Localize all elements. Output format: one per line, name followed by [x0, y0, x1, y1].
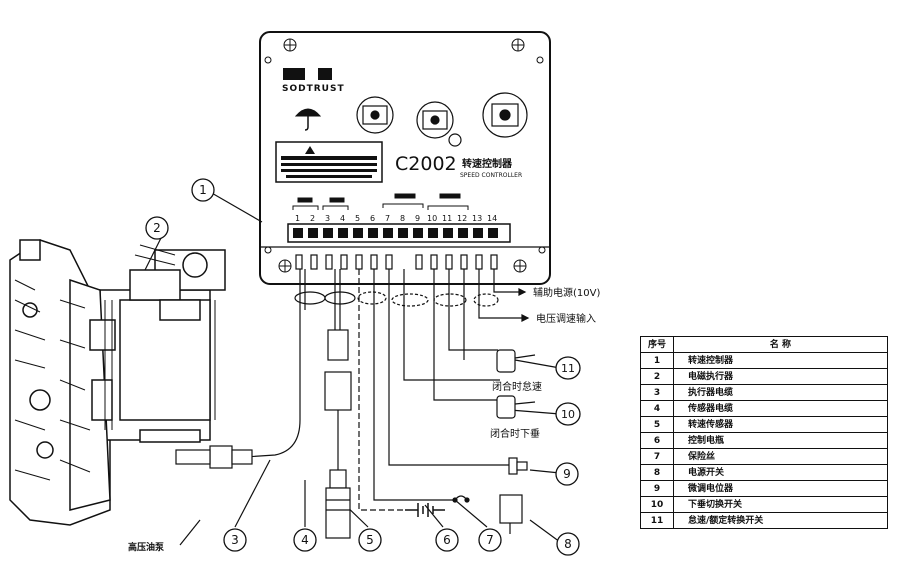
potentiometer-icon [356, 92, 528, 147]
table-row: 7 保险丝 [640, 448, 888, 465]
column-header-number: 序号 [640, 336, 674, 353]
table-row: 5 转速传感器 [640, 416, 888, 433]
callout-8: 8 [564, 537, 572, 551]
aux-power-label: 辅助电源(10V) [533, 286, 600, 299]
pump-label: 高压油泵 [128, 541, 165, 553]
brand-logo: SODTRUST [282, 84, 345, 94]
row-name: 下垂切换开关 [673, 496, 888, 513]
terminal-screws [293, 228, 498, 238]
row-number: 11 [640, 512, 674, 529]
terminal-number: 4 [340, 214, 345, 223]
row-name: 执行器电缆 [673, 384, 888, 401]
row-name: 微调电位器 [673, 480, 888, 497]
callout-7: 7 [486, 533, 494, 547]
warning-label [275, 141, 383, 183]
row-number: 5 [640, 416, 674, 433]
row-name: 保险丝 [673, 448, 888, 465]
row-name: 电磁执行器 [673, 368, 888, 385]
terminal-lugs [295, 254, 498, 270]
row-name: 传感器电缆 [673, 400, 888, 417]
row-number: 1 [640, 352, 674, 369]
umbrella-icon [294, 108, 322, 131]
callout-4: 4 [301, 533, 309, 547]
callout-6: 6 [443, 533, 451, 547]
table-row: 8 电源开关 [640, 464, 888, 481]
parts-table: 序号 名 称 1 转速控制器 2 电磁执行器 3 执行器电缆 4 传感器电缆 5… [640, 336, 888, 529]
column-header-name: 名 称 [673, 336, 888, 353]
controller-name-cn: 转速控制器 [462, 157, 513, 170]
row-number: 10 [640, 496, 674, 513]
table-row: 9 微调电位器 [640, 480, 888, 497]
terminal-number: 9 [415, 214, 420, 223]
table-row: 11 怠速/额定转换开关 [640, 512, 888, 529]
callout-1: 1 [199, 183, 207, 197]
screw-icon [264, 38, 546, 273]
terminal-number: 2 [310, 214, 315, 223]
engine-pump-drawing [9, 239, 226, 526]
row-name: 控制电瓶 [673, 432, 888, 449]
callout-10: 10 [561, 408, 575, 421]
controller-name-en: SPEED CONTROLLER [460, 172, 522, 179]
row-name: 怠速/额定转换开关 [673, 512, 888, 529]
callout-3: 3 [231, 533, 239, 547]
row-number: 2 [640, 368, 674, 385]
power-switch-icon [499, 494, 523, 534]
row-number: 7 [640, 448, 674, 465]
terminal-number: 10 [427, 214, 437, 223]
fuse-icon [452, 495, 470, 503]
table-row: 10 下垂切换开关 [640, 496, 888, 513]
row-number: 4 [640, 400, 674, 417]
row-number: 8 [640, 464, 674, 481]
model-number: C2002 [395, 153, 457, 175]
terminal-number: 3 [325, 214, 330, 223]
close-idle-label: 闭合时怠速 [492, 380, 542, 393]
voltage-input-label: 电压调速输入 [536, 312, 596, 325]
row-name: 电源开关 [673, 464, 888, 481]
actuator-connector-icon [175, 445, 253, 469]
terminal-number: 8 [400, 214, 405, 223]
callout-5: 5 [366, 533, 374, 547]
row-name: 转速传感器 [673, 416, 888, 433]
wiring [144, 191, 561, 546]
table-row: 1 转速控制器 [640, 352, 888, 369]
row-name: 转速控制器 [673, 352, 888, 369]
table-row: 4 传感器电缆 [640, 400, 888, 417]
terminal-number: 13 [472, 214, 482, 223]
table-row: 6 控制电瓶 [640, 432, 888, 449]
speed-sensor-icon [324, 329, 352, 539]
terminal-number: 6 [370, 214, 375, 223]
terminal-number: 5 [355, 214, 360, 223]
trim-potentiometer-icon [508, 457, 528, 475]
close-droop-label: 闭合时下垂 [490, 427, 540, 440]
table-row: 2 电磁执行器 [640, 368, 888, 385]
terminal-number: 14 [487, 214, 497, 223]
terminal-number: 11 [442, 214, 452, 223]
brand-mark-icon [283, 68, 305, 80]
terminal-block: 1 2 3 4 5 6 7 8 9 10 11 12 13 14 [287, 193, 511, 243]
terminal-number: 7 [385, 214, 390, 223]
table-header-row: 序号 名 称 [640, 336, 888, 353]
callout-markers [145, 178, 581, 556]
callout-2: 2 [153, 221, 161, 235]
row-number: 3 [640, 384, 674, 401]
terminal-number: 12 [457, 214, 467, 223]
terminal-number: 1 [295, 214, 300, 223]
speed-controller-box: SODTRUST C2002 转速控制器 SPEED CONTROLLER [259, 31, 551, 285]
battery-icon [405, 503, 445, 517]
callout-9: 9 [563, 467, 571, 481]
callout-11: 11 [561, 362, 575, 375]
row-number: 9 [640, 480, 674, 497]
table-row: 3 执行器电缆 [640, 384, 888, 401]
row-number: 6 [640, 432, 674, 449]
switch-droop-icon [496, 395, 536, 419]
engine-hatching [14, 244, 216, 481]
switch-idle-icon [496, 349, 536, 373]
